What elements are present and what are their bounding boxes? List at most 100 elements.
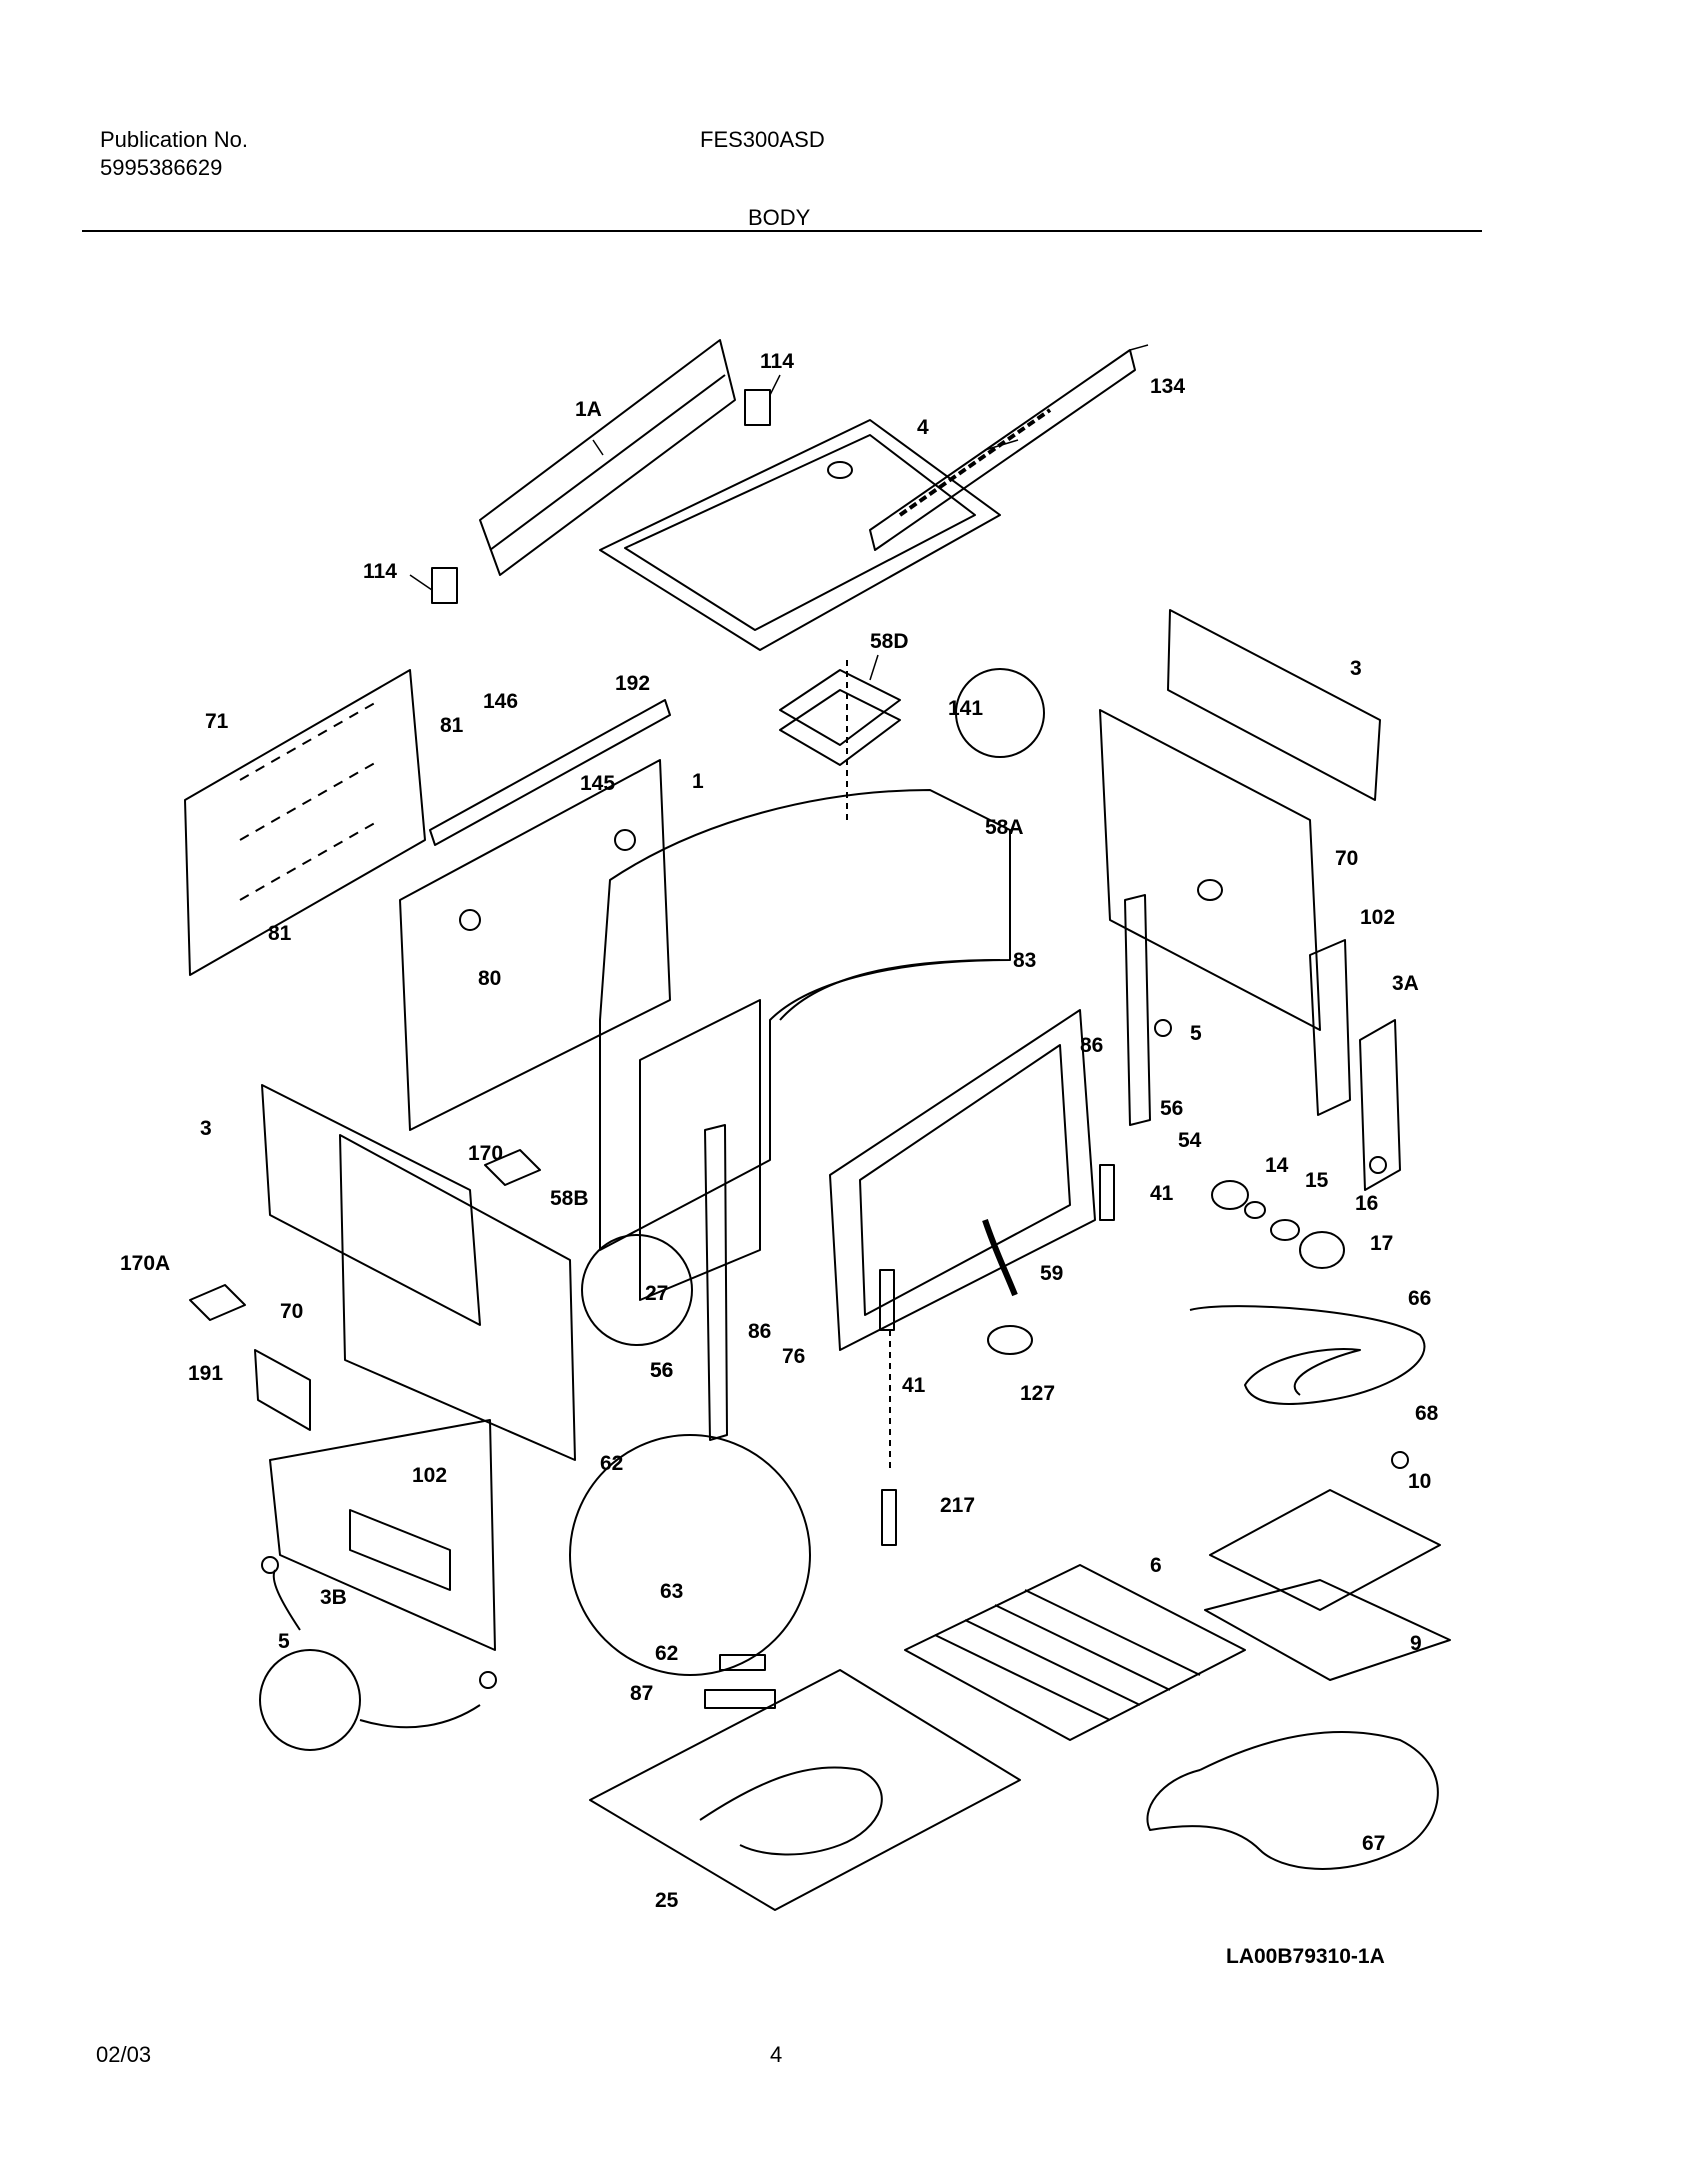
part-light-gasket bbox=[1244, 1201, 1266, 1219]
part-right-panel-70 bbox=[1099, 709, 1321, 1031]
part-bracket-114-a bbox=[744, 389, 771, 426]
callout: 102 bbox=[1360, 906, 1395, 929]
callout: 127 bbox=[1020, 1382, 1055, 1405]
inset-terminal-block bbox=[569, 1434, 811, 1676]
part-top-panel bbox=[599, 419, 1001, 651]
callout: 145 bbox=[580, 772, 615, 795]
callout: 3A bbox=[1392, 972, 1419, 995]
part-hinge-strip-left bbox=[704, 1124, 728, 1441]
part-sensor-base bbox=[987, 1325, 1033, 1355]
callout: 70 bbox=[280, 1300, 303, 1323]
part-right-channel-3A bbox=[1359, 1019, 1401, 1191]
part-plate-170 bbox=[484, 1149, 541, 1186]
callout: 62 bbox=[655, 1642, 678, 1665]
part-right-channel-102 bbox=[1309, 939, 1351, 1116]
callout: 17 bbox=[1370, 1232, 1393, 1255]
model-number: FES300ASD bbox=[700, 127, 825, 152]
part-broil-pan bbox=[1204, 1579, 1451, 1681]
callout: 81 bbox=[440, 714, 464, 737]
callout: 170 bbox=[468, 1142, 503, 1165]
section-title: BODY bbox=[748, 205, 811, 230]
callout: 66 bbox=[1408, 1287, 1431, 1310]
callout: 86 bbox=[748, 1320, 771, 1343]
callout: 3B bbox=[320, 1586, 347, 1609]
callout: 87 bbox=[630, 1682, 653, 1705]
callout: 191 bbox=[188, 1362, 223, 1385]
callout: 56 bbox=[1160, 1097, 1183, 1120]
callout: 68 bbox=[1415, 1402, 1439, 1425]
callout: 6 bbox=[1150, 1554, 1162, 1577]
callout: 41 bbox=[1150, 1182, 1174, 1205]
part-bracket-114-b bbox=[431, 567, 458, 604]
part-left-side-lower bbox=[261, 1084, 481, 1326]
callout: 134 bbox=[1150, 375, 1185, 398]
part-leveler-foot-b bbox=[479, 1671, 497, 1689]
callout: 1 bbox=[692, 770, 704, 793]
callout: 114 bbox=[760, 350, 794, 373]
part-leveler-foot-d bbox=[1369, 1156, 1387, 1174]
callout: 10 bbox=[1408, 1470, 1431, 1493]
part-strip-217 bbox=[881, 1489, 897, 1546]
callout: 70 bbox=[1335, 847, 1358, 870]
callout: 9 bbox=[1410, 1632, 1422, 1655]
publication-label: Publication No. bbox=[100, 127, 248, 152]
callout: 114 bbox=[363, 560, 397, 583]
part-oven-rack bbox=[904, 1564, 1246, 1741]
part-right-side-top bbox=[1167, 609, 1381, 801]
inset-leveler bbox=[259, 1649, 361, 1751]
callout: 67 bbox=[1362, 1832, 1385, 1855]
callout: 170A bbox=[120, 1252, 170, 1275]
part-lower-front-panel bbox=[269, 1419, 496, 1651]
part-rear-upper-panel bbox=[479, 339, 736, 576]
callout: 3 bbox=[1350, 657, 1362, 680]
callout-labels: 114 134 1A 4 114 58D 141 3 71 81 146 192… bbox=[120, 350, 1439, 1912]
part-oven-bottom bbox=[589, 1669, 1021, 1911]
part-strip-41-a bbox=[879, 1269, 895, 1331]
callout: 54 bbox=[1178, 1129, 1202, 1152]
callout: 76 bbox=[782, 1345, 805, 1368]
callout: 71 bbox=[205, 710, 229, 733]
callout: 81 bbox=[268, 922, 292, 945]
part-bracket-87 bbox=[704, 1689, 776, 1709]
part-plate-170A bbox=[189, 1284, 246, 1321]
header-rule bbox=[82, 230, 1482, 232]
part-leveler-foot-a bbox=[261, 1556, 279, 1574]
part-left-panel-70 bbox=[339, 1134, 576, 1461]
publication-number: 5995386629 bbox=[100, 154, 223, 180]
callout: 41 bbox=[902, 1374, 926, 1397]
callout: 83 bbox=[1013, 949, 1036, 972]
part-light-socket bbox=[1211, 1180, 1249, 1210]
callout: 3 bbox=[200, 1117, 212, 1140]
callout: 16 bbox=[1355, 1192, 1378, 1215]
publication-date: 02/03 bbox=[96, 2042, 152, 2067]
callout: 102 bbox=[412, 1464, 447, 1487]
part-broil-element bbox=[1189, 1305, 1426, 1406]
part-top-channel bbox=[429, 699, 671, 846]
part-insulation-pad bbox=[779, 669, 901, 766]
callout: 58A bbox=[985, 816, 1024, 839]
callout: 217 bbox=[940, 1494, 975, 1517]
part-terminal-62 bbox=[719, 1654, 766, 1671]
callout: 1A bbox=[575, 398, 602, 421]
callout: 25 bbox=[655, 1889, 679, 1912]
part-vent-strip bbox=[869, 349, 1136, 551]
callout: 5 bbox=[278, 1630, 290, 1653]
inset-clip bbox=[581, 1234, 693, 1346]
part-light-bulb bbox=[1270, 1219, 1300, 1241]
part-bracket-191 bbox=[254, 1349, 311, 1431]
part-door-frame bbox=[829, 1009, 1096, 1351]
part-oven-cavity bbox=[599, 789, 1011, 1301]
part-bake-element bbox=[1146, 1730, 1439, 1870]
part-strip-41-b bbox=[1099, 1164, 1115, 1221]
part-left-side-panel bbox=[184, 669, 426, 976]
callout: 27 bbox=[645, 1282, 668, 1305]
part-light-cover bbox=[1299, 1231, 1345, 1269]
callout: 15 bbox=[1305, 1169, 1329, 1192]
callout: 62 bbox=[600, 1452, 623, 1475]
callout: 14 bbox=[1265, 1154, 1289, 1177]
callout: 63 bbox=[660, 1580, 683, 1603]
callout: 86 bbox=[1080, 1034, 1103, 1057]
diagram-id: LA00B79310-1A bbox=[1226, 1945, 1385, 1968]
part-rear-wall bbox=[399, 759, 671, 1131]
